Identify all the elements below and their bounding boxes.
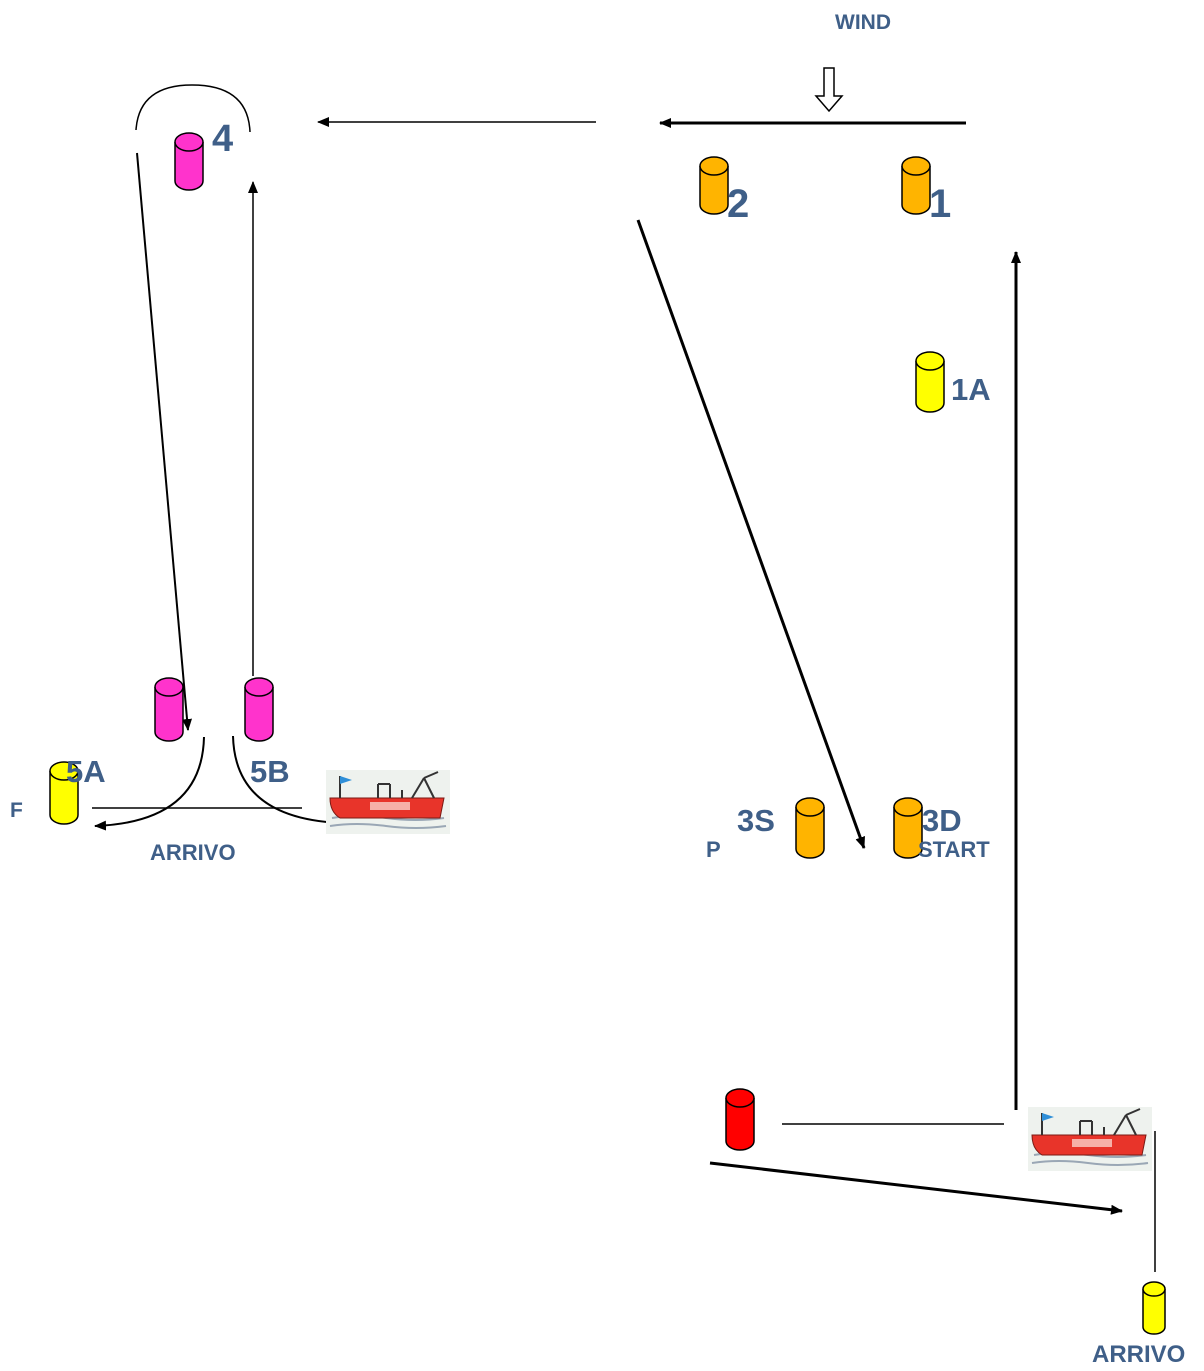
start-label: START xyxy=(918,837,990,862)
arrivo-left-label: ARRIVO xyxy=(150,840,236,865)
leg-to-finish-line xyxy=(709,1161,1123,1215)
buoy-p-icon xyxy=(725,1088,755,1151)
wind-arrow-icon xyxy=(814,67,844,113)
mark-1-label: 1 xyxy=(929,182,951,226)
turn-5b-arrow xyxy=(232,735,341,828)
mark-1a-label: 1A xyxy=(951,372,991,407)
committee-boat-finish-icon xyxy=(325,769,451,835)
arrivo-bottom-label: ARRIVO xyxy=(1092,1341,1185,1368)
turn-5a-arrow xyxy=(94,736,205,831)
mark-3d-label: 3D xyxy=(922,803,962,838)
buoy-3s-icon xyxy=(795,797,825,859)
buoy-5a-icon xyxy=(154,677,184,742)
buoy-3d-icon xyxy=(893,797,923,859)
buoy-5b-icon xyxy=(244,677,274,742)
buoy-1-icon xyxy=(901,156,931,215)
buoy-1a-icon xyxy=(915,351,945,413)
wind-label: WIND xyxy=(835,11,891,34)
leg-2-to-3-line xyxy=(636,219,866,849)
leg-4-to-5a-line xyxy=(136,152,193,731)
mark-f-label: F xyxy=(10,799,23,822)
mark-5a-label: 5A xyxy=(66,754,106,789)
committee-boat-start-icon xyxy=(1027,1106,1153,1172)
mark-5b-label: 5B xyxy=(250,754,290,789)
mark-p-label: P xyxy=(706,837,721,862)
mark-4-label: 4 xyxy=(212,118,233,160)
buoy-2-icon xyxy=(699,156,729,215)
buoy-4-icon xyxy=(174,132,204,191)
buoy-arrivo-icon xyxy=(1142,1281,1166,1335)
buoy-f-icon xyxy=(49,761,79,825)
mark-2-label: 2 xyxy=(727,182,749,226)
mark-4-rounding-arc xyxy=(135,84,251,133)
mark-3s-label: 3S xyxy=(737,803,775,838)
